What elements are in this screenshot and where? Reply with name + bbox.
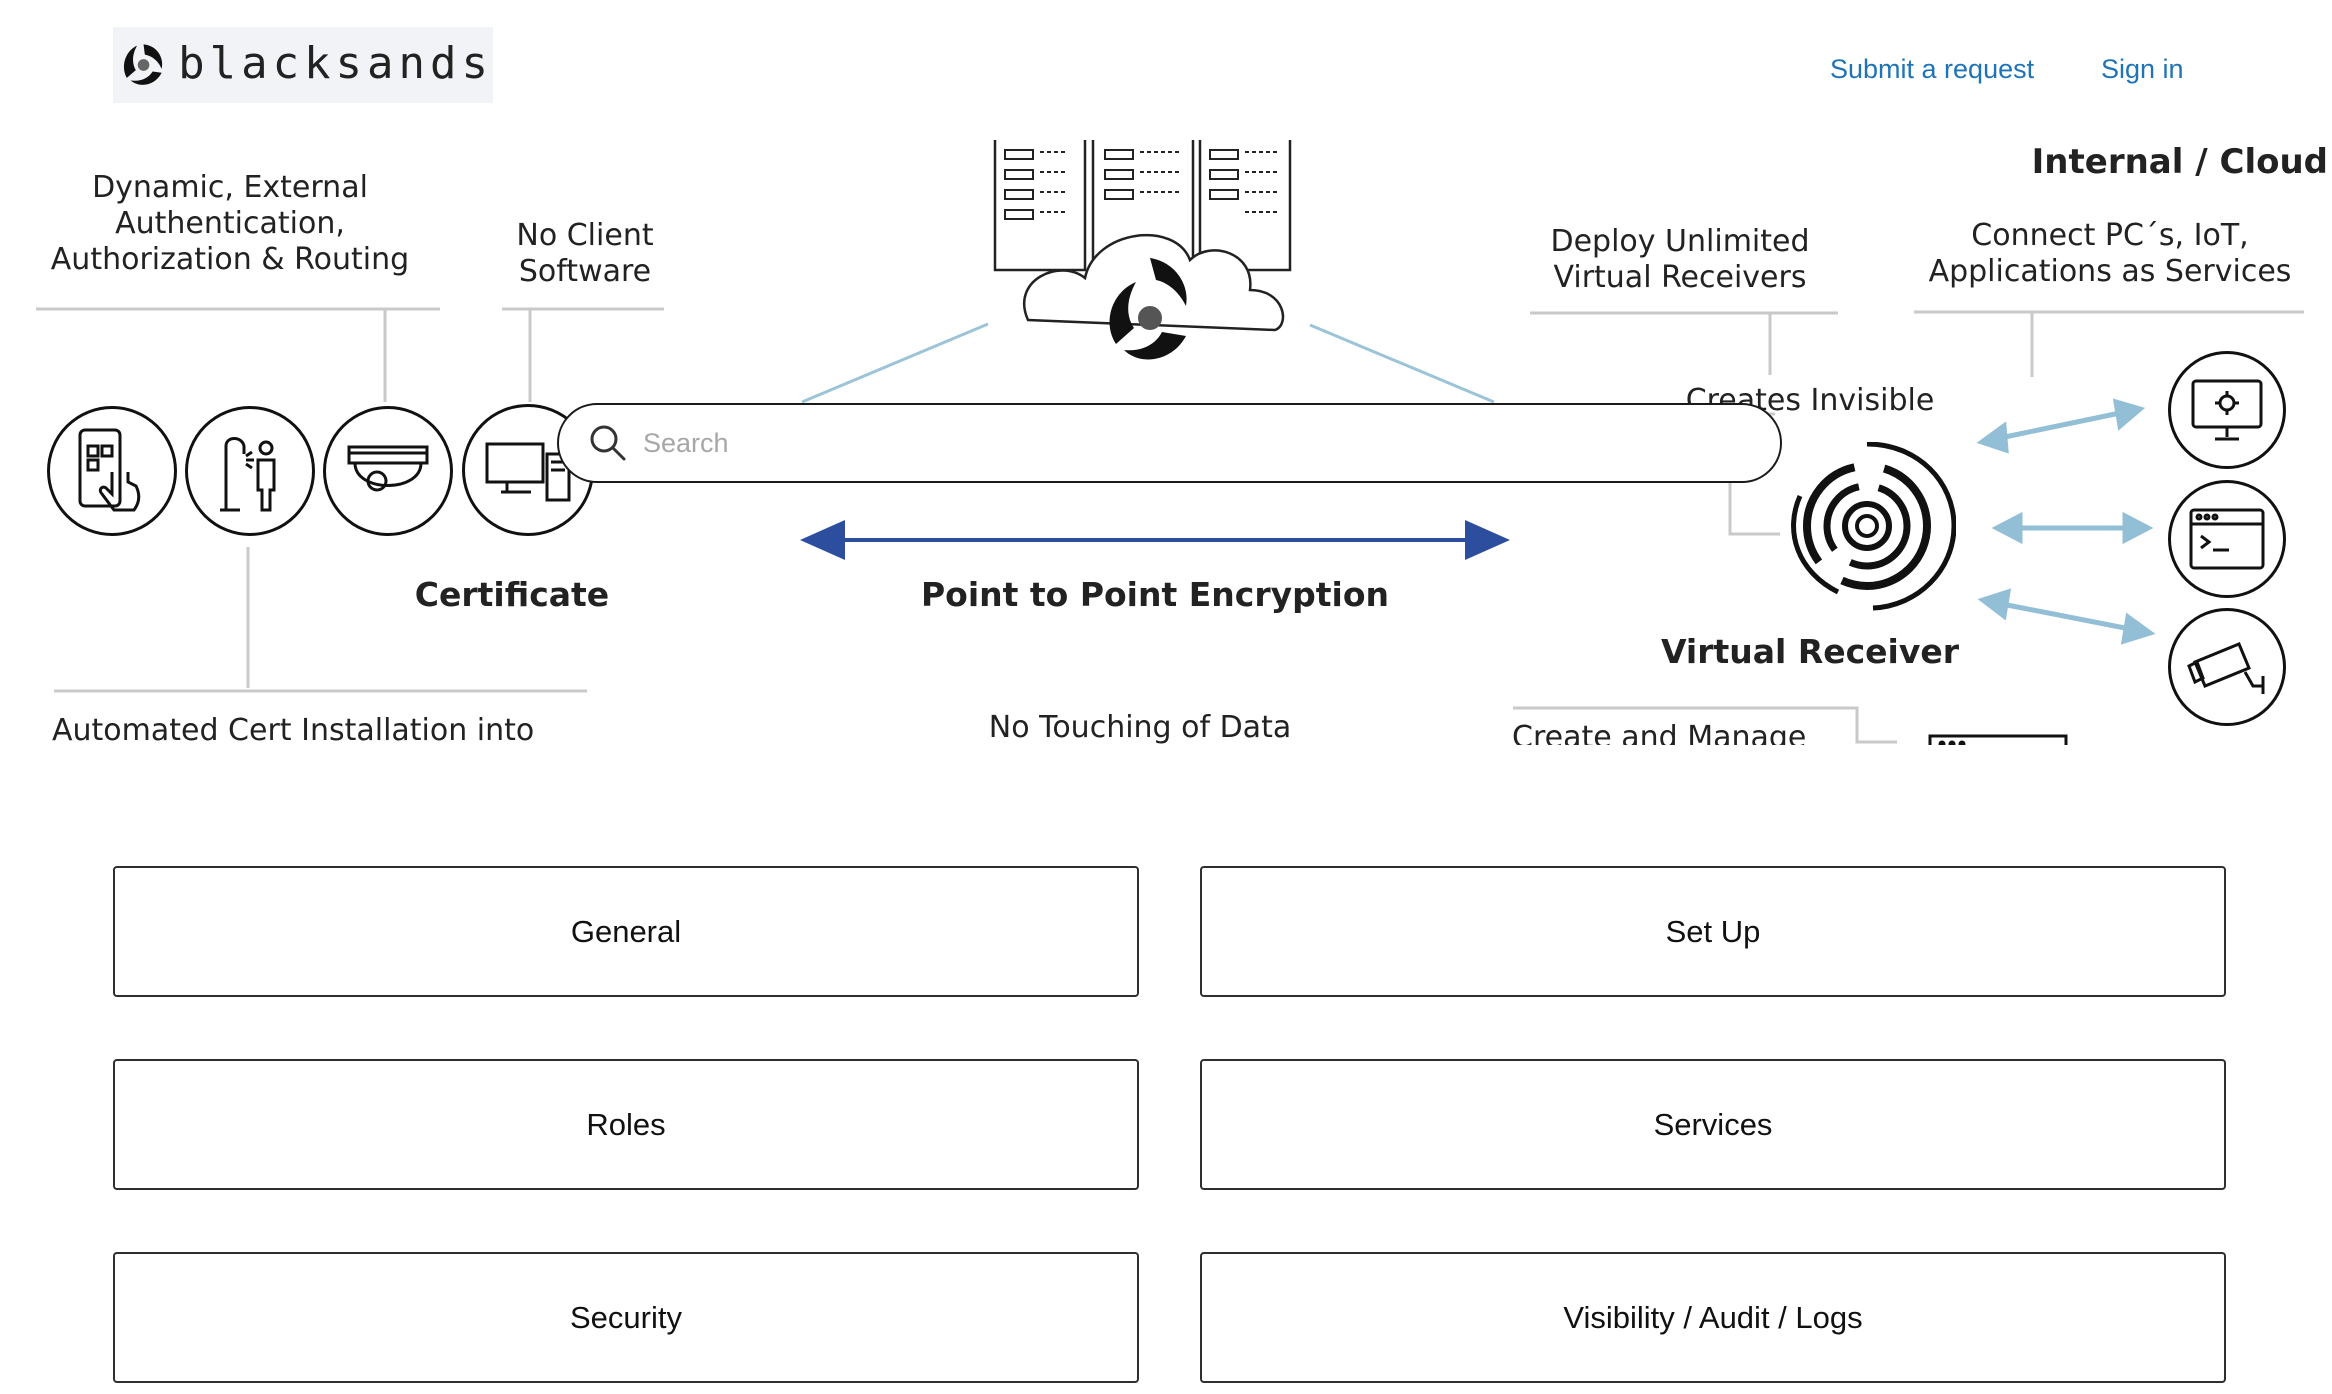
sign-in-link[interactable]: Sign in (2101, 54, 2184, 84)
mobile-touch-icon (47, 406, 177, 536)
category-label: Visibility / Audit / Logs (1563, 1299, 1863, 1335)
no-touching-label: No Touching of Data (988, 710, 1292, 745)
category-visibility-audit-logs[interactable]: Visibility / Audit / Logs (1200, 1252, 2226, 1383)
logo[interactable]: blacksands (113, 27, 493, 103)
person-scanner-icon (185, 406, 315, 536)
p2p-encryption-label: Point to Point Encryption (920, 575, 1390, 614)
security-camera-icon (2168, 608, 2286, 726)
category-label: Set Up (1665, 913, 1761, 949)
category-label: Services (1653, 1106, 1773, 1142)
create-manage-label: Create and Manage (1512, 720, 1807, 745)
automated-cert-label: Automated Cert Installation into (52, 713, 535, 745)
blacksands-logo-icon (123, 44, 163, 85)
security-camera-dome-icon (323, 406, 453, 536)
terminal-window-icon (2168, 480, 2286, 598)
logo-text: blacksands (178, 37, 493, 89)
category-security[interactable]: Security (113, 1252, 1139, 1383)
partial-window-icon (1928, 734, 2068, 745)
virtual-receiver-label: Virtual Receiver (1660, 632, 1960, 671)
submit-request-link[interactable]: Submit a request (1830, 54, 2035, 84)
monitor-settings-icon (2168, 351, 2286, 469)
search-icon (590, 425, 626, 461)
category-set-up[interactable]: Set Up (1200, 866, 2226, 997)
category-roles[interactable]: Roles (113, 1059, 1139, 1190)
diagram-lines (36, 307, 2304, 744)
category-label: Roles (586, 1106, 666, 1142)
cloud-server-icon (993, 140, 1292, 360)
connect-services-label: Connect PC´s, IoT,Applications as Servic… (1928, 218, 2292, 289)
category-services[interactable]: Services (1200, 1059, 2226, 1190)
certificate-label: Certificate (414, 575, 610, 614)
search-input[interactable] (641, 426, 1745, 460)
category-label: Security (570, 1299, 682, 1335)
category-general[interactable]: General (113, 866, 1139, 997)
virtual-receiver-icon (1791, 442, 1956, 611)
search-bar[interactable] (557, 403, 1782, 483)
internal-cloud-label: Internal / Cloud (2031, 142, 2328, 182)
category-label: General (570, 913, 682, 949)
